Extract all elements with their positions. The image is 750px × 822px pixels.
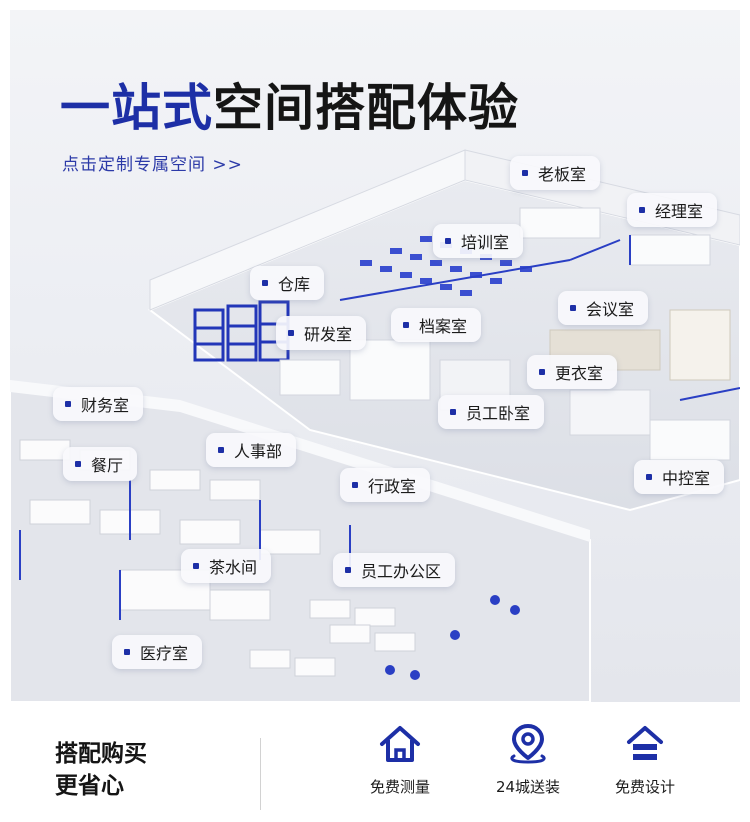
room-label-text: 茶水间	[209, 558, 258, 577]
bullet-icon	[639, 207, 645, 213]
room-label-dorm[interactable]: 员工卧室	[438, 395, 545, 429]
room-label-text: 行政室	[368, 477, 417, 496]
room-label-medical[interactable]: 医疗室	[112, 635, 203, 669]
feature-label: 24城送装	[495, 778, 561, 796]
bullet-icon	[124, 649, 130, 655]
lounge-chairs	[385, 595, 520, 680]
room-label-manager[interactable]: 经理室	[627, 193, 718, 227]
room-label-rnd[interactable]: 研发室	[276, 316, 367, 350]
bullet-icon	[75, 461, 81, 467]
room-label-text: 会议室	[586, 300, 635, 319]
room-label-text: 研发室	[304, 325, 353, 344]
room-label-text: 经理室	[655, 202, 704, 221]
room-label-text: 人事部	[234, 442, 283, 461]
bullet-icon	[262, 280, 268, 286]
slogan-line-2: 更省心	[55, 773, 124, 799]
bullet-icon	[646, 474, 652, 480]
floor-plan-illustration	[10, 149, 740, 702]
bullet-icon	[445, 238, 451, 244]
room-label-meeting[interactable]: 会议室	[558, 291, 649, 325]
room-label-training[interactable]: 培训室	[433, 224, 524, 258]
room-label-tea[interactable]: 茶水间	[181, 549, 272, 583]
room-label-warehouse[interactable]: 仓库	[250, 266, 325, 300]
room-label-text: 医疗室	[140, 644, 189, 663]
feature-free-measure[interactable]: 免费测量	[340, 722, 460, 797]
bullet-icon	[288, 330, 294, 336]
room-label-finance[interactable]: 财务室	[53, 387, 144, 421]
house-icon	[380, 726, 420, 762]
room-label-boss[interactable]: 老板室	[510, 156, 601, 190]
feature-label: 免费设计	[614, 778, 675, 796]
bullet-icon	[539, 369, 545, 375]
bullet-icon	[65, 401, 71, 407]
bullet-icon	[345, 567, 351, 573]
room-label-text: 餐厅	[91, 456, 124, 475]
slogan-line-1: 搭配购买	[55, 741, 147, 767]
room-label-text: 仓库	[278, 275, 311, 294]
hero-banner: 一站式空间搭配体验 点击定制专属空间 >> 老板室 经理室 培训室 仓库 会议室…	[10, 10, 740, 702]
service-bar: 搭配购买 更省心 免费测量 24城送装	[0, 702, 750, 822]
divider	[260, 738, 261, 810]
room-label-text: 员工办公区	[361, 562, 442, 581]
room-label-locker[interactable]: 更衣室	[527, 355, 618, 389]
room-label-text: 档案室	[419, 317, 468, 336]
bullet-icon	[193, 563, 199, 569]
room-label-hr[interactable]: 人事部	[206, 433, 297, 467]
room-label-text: 更衣室	[555, 364, 604, 383]
bullet-icon	[403, 322, 409, 328]
upper-rooms	[279, 207, 731, 461]
room-label-control[interactable]: 中控室	[634, 460, 725, 494]
feature-delivery[interactable]: 24城送装	[468, 722, 588, 797]
room-label-text: 老板室	[538, 165, 587, 184]
room-label-canteen[interactable]: 餐厅	[63, 447, 138, 481]
slogan: 搭配购买 更省心	[55, 738, 147, 802]
room-label-admin[interactable]: 行政室	[340, 468, 431, 502]
room-label-text: 中控室	[662, 469, 711, 488]
blue-partitions	[339, 235, 740, 401]
room-label-text: 员工卧室	[466, 404, 531, 423]
bullet-icon	[570, 305, 576, 311]
customize-link[interactable]: 点击定制专属空间 >>	[62, 155, 243, 175]
page-title: 一站式空间搭配体验	[60, 78, 519, 138]
title-rest: 空间搭配体验	[213, 79, 519, 137]
room-label-archive[interactable]: 档案室	[391, 308, 482, 342]
title-accent: 一站式	[60, 79, 213, 137]
bullet-icon	[450, 409, 456, 415]
bullet-icon	[352, 482, 358, 488]
room-label-office[interactable]: 员工办公区	[333, 553, 456, 587]
bullet-icon	[522, 170, 528, 176]
location-pin-icon	[510, 724, 546, 764]
room-label-text: 财务室	[81, 396, 130, 415]
room-label-text: 培训室	[461, 233, 510, 252]
feature-label: 免费测量	[369, 778, 430, 796]
design-icon	[627, 726, 663, 760]
feature-free-design[interactable]: 免费设计	[585, 722, 705, 797]
bullet-icon	[218, 447, 224, 453]
